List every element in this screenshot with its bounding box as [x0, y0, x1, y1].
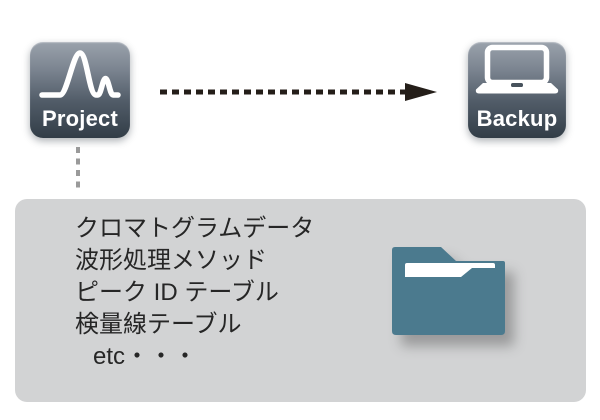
list-item-waveform-method: 波形処理メソッド [75, 247, 267, 274]
list-item-etc: etc・・・ [93, 343, 198, 370]
laptop-icon [475, 44, 559, 94]
detail-list: クロマトグラムデータ 波形処理メソッド ピーク ID テーブル 検量線テーブル … [15, 199, 314, 373]
backup-icon-label: Backup [476, 106, 558, 131]
folder-icon [392, 247, 505, 335]
dotted-connector-line [76, 147, 80, 193]
list-item-calibration-table: 検量線テーブル [75, 311, 242, 338]
project-icon-label: Project [42, 106, 118, 131]
list-item-chromatogram-data: クロマトグラムデータ [75, 215, 315, 242]
project-icon: Project [30, 42, 130, 138]
list-item-peak-id-table: ピーク ID テーブル [75, 279, 279, 306]
dashed-arrow-icon [160, 83, 437, 101]
chromatogram-curve-icon [39, 50, 121, 98]
backup-icon: Backup [468, 42, 566, 138]
